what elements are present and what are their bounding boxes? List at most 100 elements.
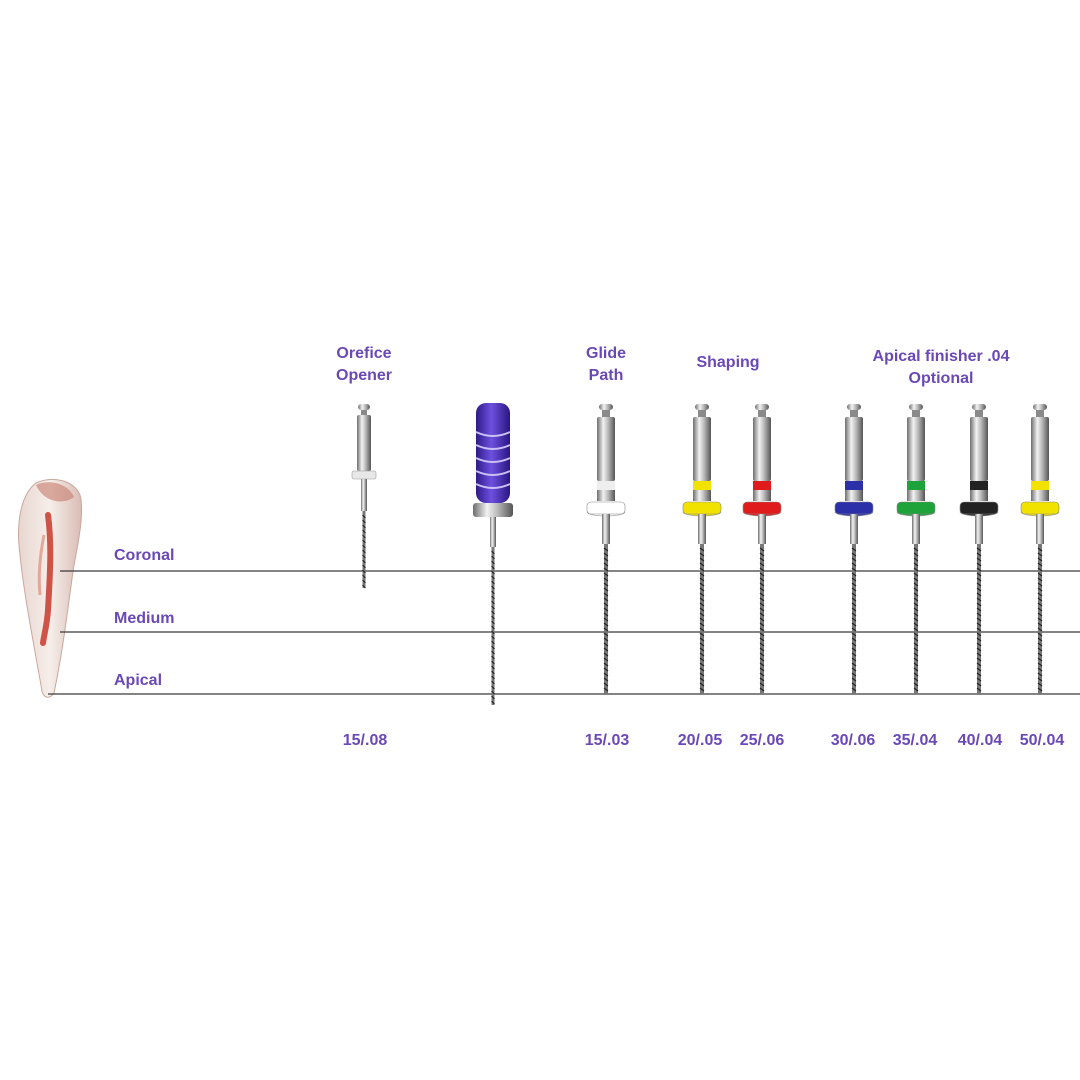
group-label-orifice-line1: Orefice [336, 345, 392, 362]
tooth-illustration [18, 479, 83, 698]
file-neck [850, 514, 858, 544]
file-shank-body [907, 417, 925, 481]
file-shank-body [357, 415, 371, 471]
file-latch-neck [361, 410, 367, 416]
file-ring [742, 501, 782, 515]
file-neck [602, 514, 610, 544]
size-label-apical-35: 35/.04 [892, 732, 938, 749]
zone-label-medium: Medium [114, 610, 175, 627]
file-color-band [753, 481, 771, 490]
file-ferrule [473, 503, 513, 517]
size-label-apical-30: 30/.06 [830, 732, 876, 749]
file-latch-top [847, 404, 861, 410]
size-label-orifice-opener: 15/.08 [342, 732, 388, 749]
file-shank-body [597, 417, 615, 481]
file-latch-top [695, 404, 709, 410]
file-shank-body [970, 417, 988, 481]
group-label-glide-line2: Path [588, 367, 624, 384]
file-latch-top [755, 404, 769, 410]
file-working-part [491, 547, 495, 705]
file-latch-top [972, 404, 986, 410]
file-latch-neck [602, 410, 610, 418]
file-ring [351, 470, 377, 480]
group-label-glide-path: Glide Path [586, 343, 626, 387]
file-working-part [851, 544, 857, 694]
file-orifice-opener [351, 404, 377, 589]
file-ring [959, 501, 999, 515]
file-neck [490, 517, 496, 547]
file-shank-body [845, 417, 863, 481]
zone-label-apical: Apical [114, 672, 163, 689]
file-latch-neck [758, 410, 766, 418]
file-working-part [699, 544, 705, 694]
file-latch-top [358, 404, 370, 410]
file-shank-lower [693, 490, 711, 501]
file-shank-lower [753, 490, 771, 501]
file-working-part [603, 544, 609, 694]
file-working-part [1037, 544, 1043, 694]
file-working-part [976, 544, 982, 694]
file-shank-body [753, 417, 771, 481]
file-neck [758, 514, 766, 544]
file-latch-neck [850, 410, 858, 418]
size-label-apical-40: 40/.04 [957, 732, 1003, 749]
size-label-glide-path: 15/.03 [584, 732, 630, 749]
file-latch-neck [1036, 410, 1044, 418]
size-label-shaping-25: 25/.06 [739, 732, 785, 749]
file-neck [698, 514, 706, 544]
file-ring [896, 501, 936, 515]
file-shank-lower [845, 490, 863, 501]
file-apical-35 [896, 404, 936, 694]
zone-label-coronal: Coronal [114, 547, 175, 564]
file-hand-file [473, 403, 513, 705]
file-working-part [913, 544, 919, 694]
file-handle-groove [475, 444, 511, 450]
file-shank-lower [1031, 490, 1049, 501]
file-glide-path [586, 404, 626, 694]
file-latch-top [599, 404, 613, 410]
file-ring [1020, 501, 1060, 515]
size-label-apical-50: 50/.04 [1019, 732, 1065, 749]
file-color-band [970, 481, 988, 490]
file-latch-neck [975, 410, 983, 418]
file-working-part [362, 511, 366, 589]
file-neck [975, 514, 983, 544]
file-color-band [845, 481, 863, 490]
group-label-glide-line1: Glide [585, 345, 627, 362]
file-color-band [693, 481, 711, 490]
file-handle-groove [475, 457, 511, 463]
file-shaping-20 [682, 404, 722, 694]
file-handle-groove [475, 470, 511, 476]
size-label-shaping-20: 20/.05 [677, 732, 723, 749]
file-handle [476, 403, 510, 503]
group-label-shaping: Shaping [696, 354, 760, 371]
file-latch-top [1033, 404, 1047, 410]
group-label-orifice-line2: Opener [335, 367, 393, 384]
file-ring [586, 501, 626, 515]
file-shank-body [1031, 417, 1049, 481]
file-working-part [759, 544, 765, 694]
file-color-band [597, 481, 615, 490]
file-shank-lower [970, 490, 988, 501]
group-label-apical-finisher: Apical finisher .04 Optional [873, 346, 1010, 390]
group-label-apical-line1: Apical finisher .04 [872, 348, 1010, 365]
file-apical-40 [959, 404, 999, 694]
file-neck [912, 514, 920, 544]
file-latch-top [909, 404, 923, 410]
file-neck [1036, 514, 1044, 544]
file-shaping-25 [742, 404, 782, 694]
file-color-band [1031, 481, 1049, 490]
file-handle-groove [475, 483, 511, 489]
file-latch-neck [698, 410, 706, 418]
group-label-orifice-opener: Orefice Opener [336, 343, 392, 387]
file-handle-groove [475, 431, 511, 437]
file-ring [682, 501, 722, 515]
file-neck [361, 479, 367, 511]
file-shank-body [693, 417, 711, 481]
file-apical-50 [1020, 404, 1060, 694]
file-apical-30 [834, 404, 874, 694]
file-latch-neck [912, 410, 920, 418]
